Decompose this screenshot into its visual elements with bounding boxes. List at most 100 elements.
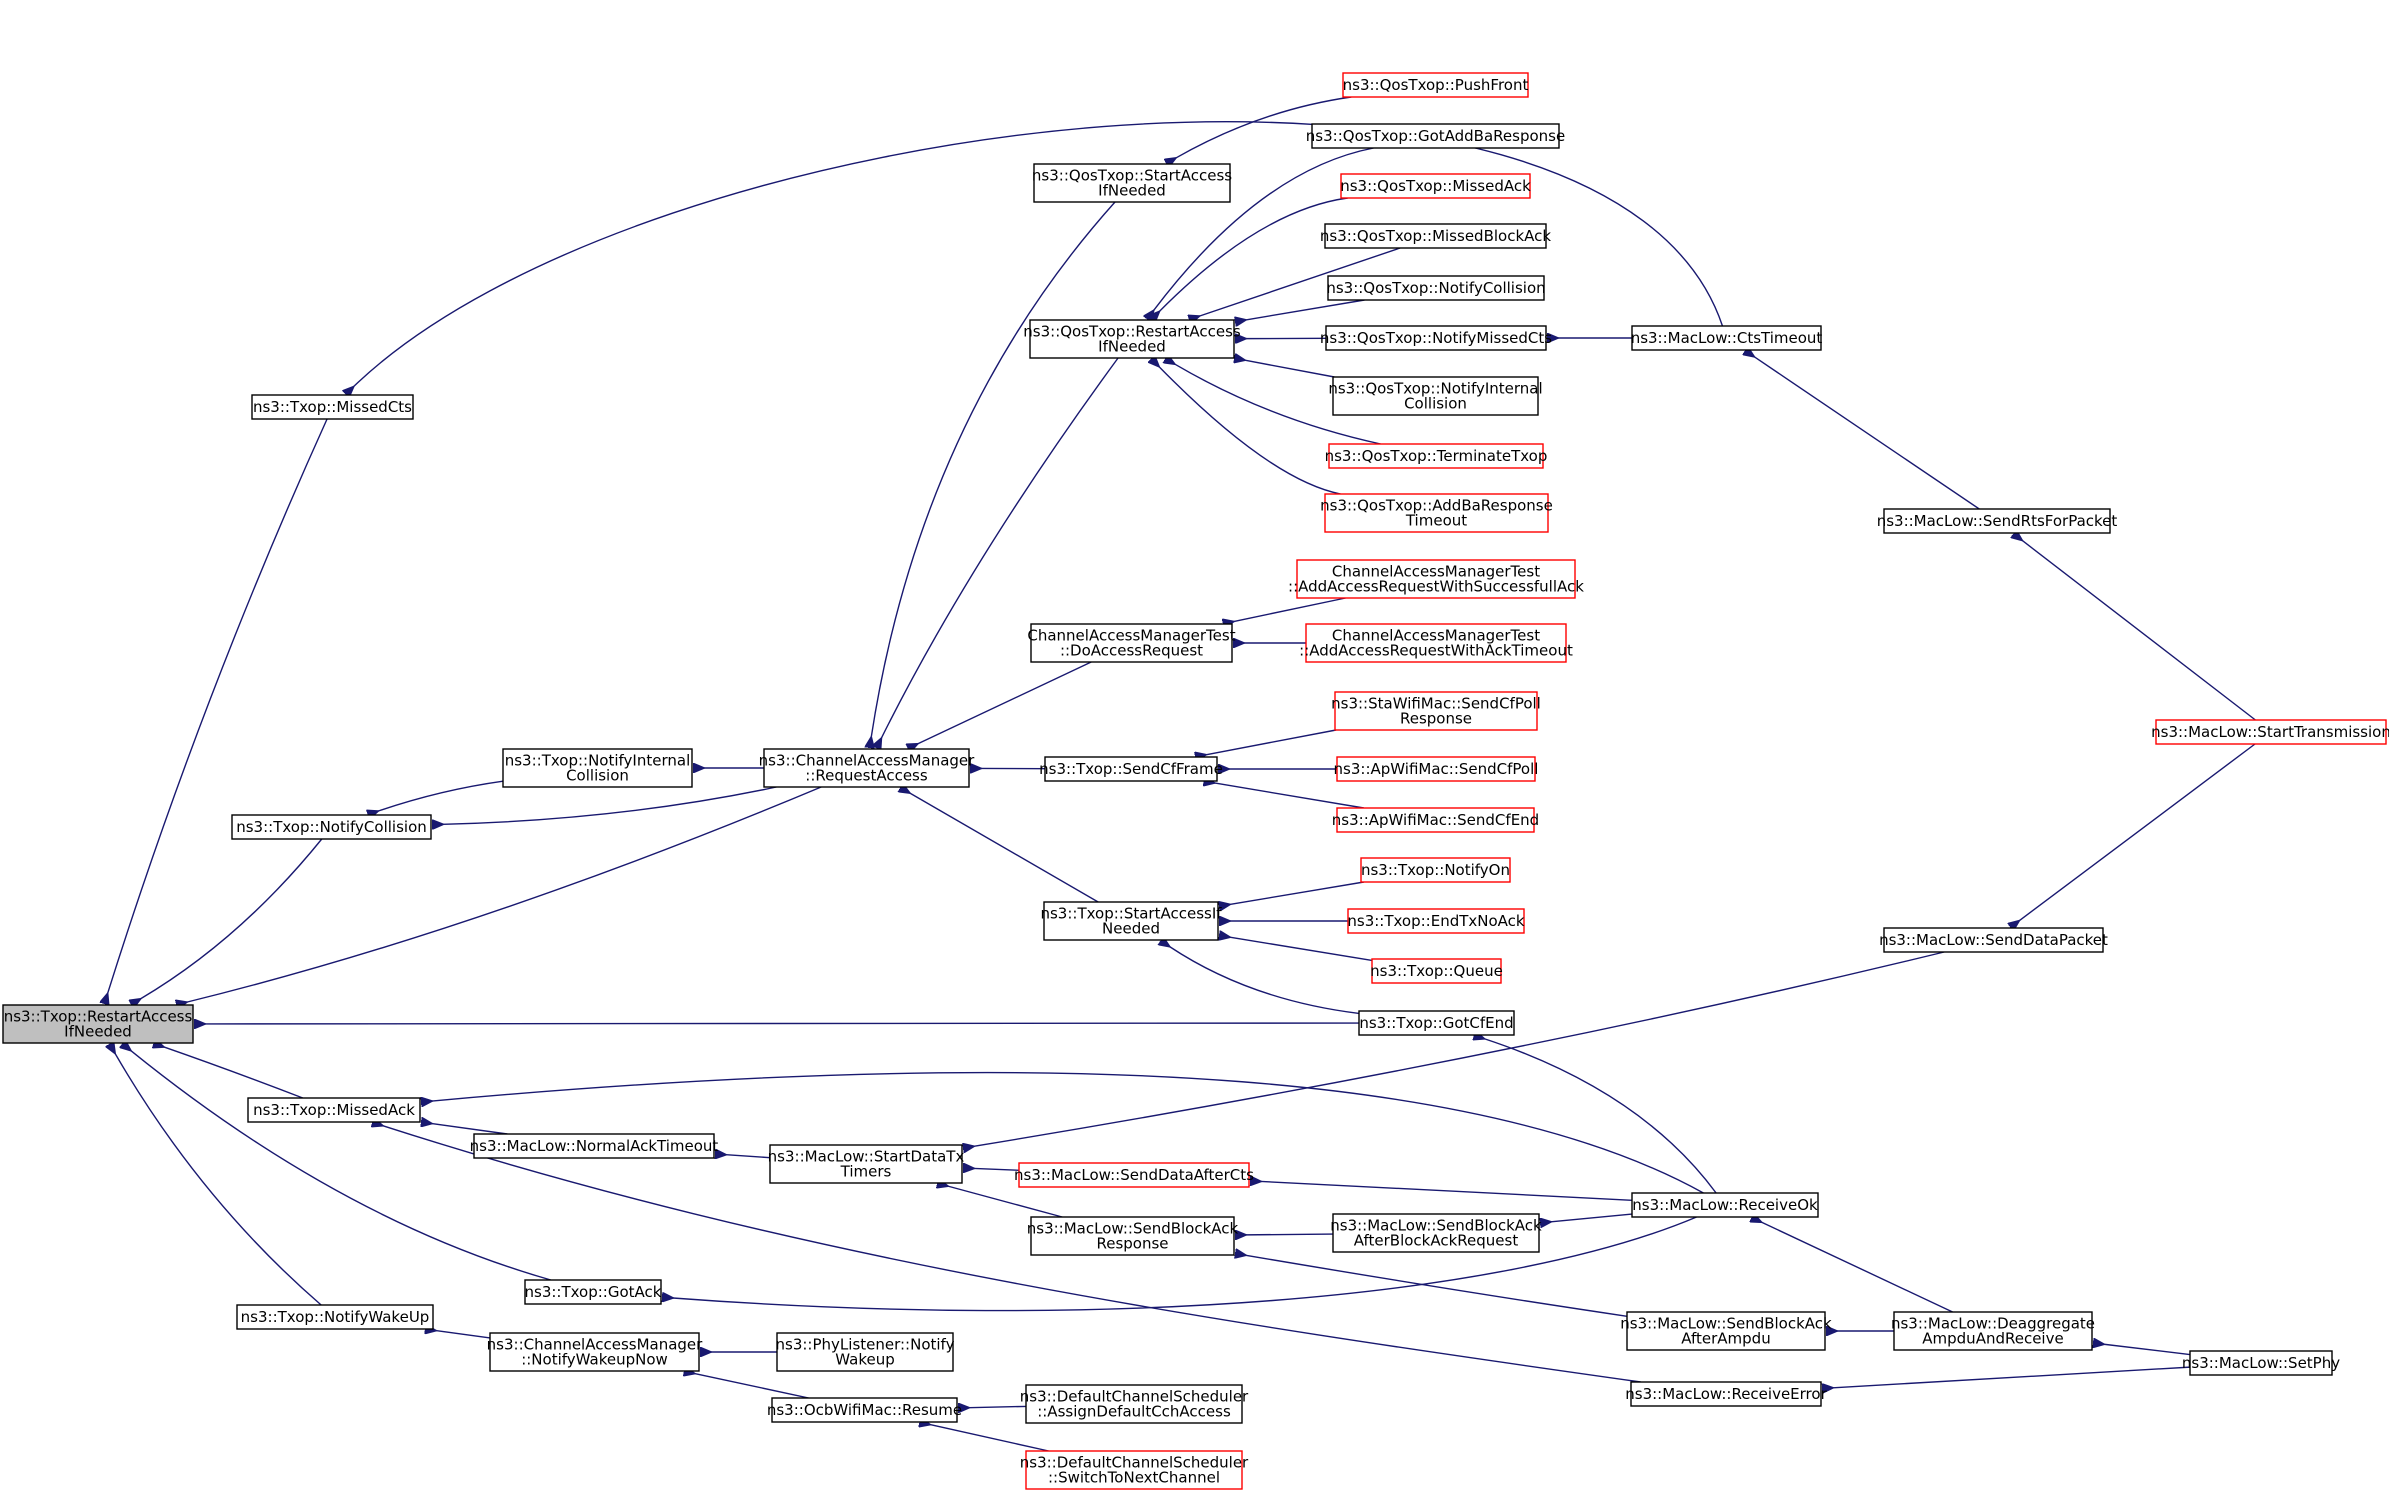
node-box: [1324, 223, 1547, 249]
call-edge-root-from-notifywakeup: [115, 1053, 322, 1306]
graph-node-receiveerror[interactable]: ns3::MacLow::ReceiveError: [1625, 1381, 1828, 1407]
graph-node-apsendcfend[interactable]: ns3::ApWifiMac::SendCfEnd: [1332, 807, 1539, 833]
graph-node-phylistener[interactable]: ns3::PhyListener::NotifyWakeup: [776, 1332, 955, 1372]
graph-node-notifyon[interactable]: ns3::Txop::NotifyOn: [1360, 857, 1511, 883]
node-box: [1631, 325, 1822, 351]
graph-node-senddataaftercts[interactable]: ns3::MacLow::SendDataAfterCts: [1014, 1162, 1254, 1188]
graph-node-setphy[interactable]: ns3::MacLow::SetPhy: [2182, 1350, 2340, 1376]
node-box: [1311, 123, 1560, 149]
node-box: [1358, 1010, 1515, 1036]
graph-node-gotcfend[interactable]: ns3::Txop::GotCfEnd: [1358, 1010, 1515, 1036]
graph-node-sendrtsforpacket[interactable]: ns3::MacLow::SendRtsForPacket: [1877, 508, 2118, 534]
node-label: ns3::QosTxop::AddBaResponse: [1320, 497, 1553, 515]
node-label: ns3::OcbWifiMac::Resume: [767, 1401, 962, 1419]
node-label: ns3::MacLow::CtsTimeout: [1631, 329, 1823, 347]
node-box: [231, 814, 432, 840]
node-box: [1883, 508, 2111, 534]
call-edge-doaccessrequest-from-addsuccess: [1234, 597, 1346, 622]
node-box: [524, 1279, 662, 1305]
graph-node-endtxnoack[interactable]: ns3::Txop::EndTxNoAck: [1347, 908, 1525, 934]
node-label: ns3::MacLow::SendBlockAck: [1027, 1220, 1239, 1238]
graph-node-requestaccess[interactable]: ns3::ChannelAccessManager::RequestAccess: [759, 748, 975, 788]
node-label: ns3::QosTxop::GotAddBaResponse: [1306, 127, 1565, 145]
graph-node-gotaddba[interactable]: ns3::QosTxop::GotAddBaResponse: [1306, 123, 1565, 149]
node-box: [1030, 1216, 1235, 1256]
node-label: ns3::ChannelAccessManager: [759, 752, 975, 770]
graph-node-missedcts[interactable]: ns3::Txop::MissedCts: [251, 394, 414, 420]
graph-node-sendblockackafterbar[interactable]: ns3::MacLow::SendBlockAckAfterBlockAckRe…: [1330, 1213, 1542, 1253]
graph-node-apsendcfpoll[interactable]: ns3::ApWifiMac::SendCfPoll: [1334, 756, 1539, 782]
node-label: ns3::QosTxop::MissedBlockAck: [1320, 227, 1551, 245]
node-label: ns3::Txop::NotifyWakeUp: [241, 1308, 430, 1326]
node-label: ns3::QosTxop::NotifyInternal: [1328, 380, 1542, 398]
node-box: [1030, 623, 1233, 663]
graph-node-notifycollision[interactable]: ns3::Txop::NotifyCollision: [231, 814, 432, 840]
call-edge-senddatapacket-from-starttransmission: [2019, 743, 2256, 921]
graph-node-switchtonext[interactable]: ns3::DefaultChannelScheduler::SwitchToNe…: [1020, 1450, 1249, 1490]
graph-node-receiveok[interactable]: ns3::MacLow::ReceiveOk: [1631, 1192, 1819, 1218]
call-edge-qosrestart-from-qosnotifyinternal: [1245, 360, 1335, 378]
graph-node-notifymissedcts[interactable]: ns3::QosTxop::NotifyMissedCts: [1320, 325, 1552, 351]
graph-node-missedblockack[interactable]: ns3::QosTxop::MissedBlockAck: [1320, 223, 1551, 249]
graph-node-missedack[interactable]: ns3::Txop::MissedAck: [247, 1097, 421, 1123]
call-edge-notifywakeup-from-notifywakeupnow: [436, 1331, 491, 1339]
graph-node-terminatetxop[interactable]: ns3::QosTxop::TerminateTxop: [1325, 443, 1548, 469]
graph-node-notifywakeup[interactable]: ns3::Txop::NotifyWakeUp: [236, 1304, 434, 1330]
call-edge-sendblockackresp-from-sendblockackafterbar: [1246, 1234, 1334, 1235]
graph-node-starttransmission[interactable]: ns3::MacLow::StartTransmission: [2151, 719, 2389, 745]
call-edge-qosrestart-from-qosnotifycollision: [1246, 299, 1365, 320]
graph-node-doaccessrequest[interactable]: ChannelAccessManagerTest::DoAccessReques…: [1027, 623, 1236, 663]
call-edge-senddataaftercts-from-receiveok: [1261, 1181, 1633, 1201]
node-label: ns3::DefaultChannelScheduler: [1020, 1388, 1249, 1406]
call-edge-requestaccess-from-qosstartaccess: [871, 201, 1116, 737]
graph-node-qosmissedack[interactable]: ns3::QosTxop::MissedAck: [1340, 173, 1531, 199]
graph-node-addsuccess[interactable]: ChannelAccessManagerTest::AddAccessReque…: [1288, 559, 1584, 599]
graph-node-senddatapacket[interactable]: ns3::MacLow::SendDataPacket: [1879, 927, 2108, 953]
call-edge-requestaccess-from-qosrestart: [881, 357, 1119, 738]
graph-node-ctstimeout[interactable]: ns3::MacLow::CtsTimeout: [1631, 325, 1823, 351]
node-box: [1025, 1384, 1243, 1424]
call-edge-requestaccess-from-doaccessrequest: [918, 661, 1092, 744]
graph-node-ocbresume[interactable]: ns3::OcbWifiMac::Resume: [767, 1397, 962, 1423]
call-edge-notifycollision-from-notifyinternal: [378, 780, 504, 811]
graph-node-normalacktimeout[interactable]: ns3::MacLow::NormalAckTimeout: [470, 1133, 719, 1159]
node-label: ns3::MacLow::NormalAckTimeout: [470, 1137, 719, 1155]
node-box: [1626, 1311, 1826, 1351]
node-box: [489, 1332, 700, 1372]
graph-node-addtimeout[interactable]: ChannelAccessManagerTest::AddAccessReque…: [1299, 623, 1573, 663]
graph-node-sendcfframe[interactable]: ns3::Txop::SendCfFrame: [1039, 756, 1223, 782]
node-label: AmpduAndReceive: [1922, 1330, 2063, 1348]
node-label: ns3::Txop::EndTxNoAck: [1347, 912, 1525, 930]
node-label: ns3::MacLow::ReceiveError: [1625, 1385, 1827, 1403]
node-box: [1334, 691, 1538, 731]
node-label: ::SwitchToNextChannel: [1048, 1469, 1220, 1487]
node-box: [1371, 958, 1502, 984]
node-label: Timers: [840, 1163, 892, 1181]
call-edge-startdatatx-from-sendblockackresp: [948, 1186, 1063, 1218]
node-box: [1360, 857, 1511, 883]
graph-node-gotack[interactable]: ns3::Txop::GotAck: [524, 1279, 662, 1305]
graph-node-assigndefault[interactable]: ns3::DefaultChannelScheduler::AssignDefa…: [1020, 1384, 1249, 1424]
node-label: ChannelAccessManagerTest: [1332, 563, 1540, 581]
node-box: [1305, 623, 1567, 663]
node-label: ns3::QosTxop::PushFront: [1343, 76, 1529, 94]
graph-node-queue[interactable]: ns3::Txop::Queue: [1370, 958, 1503, 984]
node-box: [236, 1304, 434, 1330]
node-box: [1044, 756, 1218, 782]
call-edge-qosrestart-from-gotaddba: [1154, 147, 1374, 310]
graph-node-notifywakeupnow[interactable]: ns3::ChannelAccessManager::NotifyWakeupN…: [487, 1332, 703, 1372]
graph-node-qosnotifycollision[interactable]: ns3::QosTxop::NotifyCollision: [1326, 275, 1546, 301]
graph-node-pushfront[interactable]: ns3::QosTxop::PushFront: [1342, 72, 1529, 98]
